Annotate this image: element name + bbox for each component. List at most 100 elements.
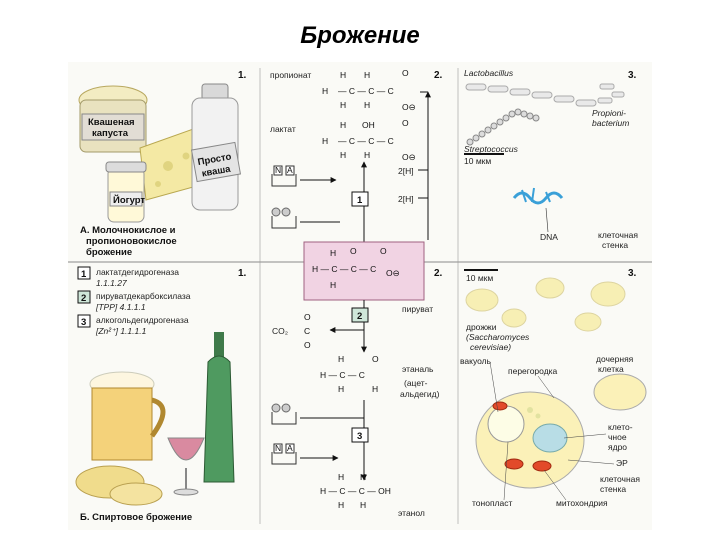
milk-bottle-illustration: Просто кваша — [190, 83, 242, 211]
svg-text:H: H — [364, 150, 370, 160]
svg-text:H: H — [340, 120, 346, 130]
streptococcus-chain — [466, 108, 540, 146]
svg-text:A: A — [287, 165, 293, 175]
page-title: Брожение — [300, 22, 420, 49]
pyruvate-box — [303, 241, 425, 301]
bud-label-line1: дочерняя — [596, 354, 634, 364]
enzyme-step-2-badge — [351, 307, 369, 323]
yeast-pointer-lines — [489, 361, 615, 501]
dna-label: DNA — [540, 232, 558, 242]
svg-text:O: O — [402, 68, 409, 78]
nad-oxidized-icon-b — [271, 403, 297, 425]
svg-text:O⊖: O⊖ — [402, 152, 416, 162]
nucleus-label-line2: чное — [608, 432, 627, 442]
pyruvate-label: пируват — [402, 304, 433, 314]
svg-text:алкогольдегидрогеназа: алкогольдегидрогеназа — [96, 315, 189, 325]
svg-text:OH: OH — [362, 120, 375, 130]
propionibacterium-label-line1: Propioni- — [592, 108, 626, 118]
lactobacillus-label: Lactobacillus — [464, 68, 514, 78]
wall-label-line2: стенка — [600, 484, 626, 494]
cell-wall-label-line1: клеточная — [598, 230, 638, 240]
yeast-label-line1: дрожжи — [466, 322, 497, 332]
ethanal-alt-line1: (ацет- — [404, 378, 428, 388]
ethanal-alt-line2: альдегид) — [400, 389, 440, 399]
svg-text:H — C — C: H — C — C — [320, 370, 365, 380]
svg-text:1: 1 — [81, 269, 87, 280]
section-b-caption: Б. Спиртовое брожение — [80, 512, 192, 523]
yeast-label-line3: cerevisiae) — [470, 342, 511, 352]
panel-a3-number: 3. — [628, 70, 637, 81]
panel-b2-number: 2. — [434, 268, 443, 279]
jar-label-line2: капуста — [92, 128, 129, 139]
propionate-label: пропионат — [270, 70, 311, 80]
nad-reduced-icon-b: N A — [271, 443, 297, 465]
svg-text:C: C — [304, 326, 310, 336]
sauerkraut-jar-illustration: Квашеная капуста — [78, 85, 148, 153]
svg-text:H: H — [360, 472, 366, 482]
svg-text:H: H — [338, 500, 344, 510]
yeast-label-line2: (Saccharomyces — [466, 332, 530, 342]
svg-text:H: H — [330, 248, 336, 258]
svg-text:H — C — C — C: H — C — C — C — [312, 264, 376, 274]
cell-wall-label-line2: стенка — [602, 240, 628, 250]
yeast-cell-illustration — [475, 373, 647, 489]
panel-b1-number: 1. — [238, 268, 247, 279]
svg-text:[Zn²⁺] 1.1.1.1: [Zn²⁺] 1.1.1.1 — [95, 326, 147, 336]
panel-a1-number: 1. — [238, 70, 247, 81]
svg-text:— C — C — C: — C — C — C — [338, 136, 394, 146]
tonoplast-label: тонопласт — [472, 498, 512, 508]
er-label: ЭР — [616, 458, 628, 468]
svg-text:H: H — [340, 70, 346, 80]
enzyme-step-1: 1 — [357, 195, 363, 206]
panel-b3-number: 3. — [628, 268, 637, 279]
svg-text:H: H — [322, 86, 328, 96]
lactate-label: лактат — [270, 124, 296, 134]
enzyme-step-2: 2 — [357, 311, 362, 322]
svg-text:3: 3 — [81, 317, 86, 328]
svg-text:O: O — [304, 340, 311, 350]
svg-text:H: H — [364, 100, 370, 110]
svg-text:[TPP] 4.1.1.1: [TPP] 4.1.1.1 — [95, 302, 146, 312]
svg-text:H: H — [338, 354, 344, 364]
svg-text:H: H — [360, 500, 366, 510]
svg-text:O: O — [350, 246, 357, 256]
jar-label-line1: Квашеная — [88, 117, 135, 128]
septum-label: перегородка — [508, 366, 558, 376]
fermentation-diagram: 1. 2. 3. 1. 2. 3. Квашеная капуста Йогур… — [68, 68, 652, 524]
svg-text:O: O — [372, 354, 379, 364]
svg-text:H: H — [338, 472, 344, 482]
propionibacterium-cells — [597, 83, 625, 104]
svg-text:лактатдегидрогеназа: лактатдегидрогеназа — [96, 267, 179, 277]
yogurt-cup-illustration: Йогурт — [105, 161, 147, 223]
scale-a-label: 10 мкм — [464, 156, 491, 166]
svg-text:O⊖: O⊖ — [386, 268, 400, 278]
mitochondria-label: митохондрия — [556, 498, 608, 508]
co2-label: CO₂ — [272, 326, 288, 336]
enzyme-step-3-badge — [351, 427, 369, 443]
wall-label-line1: клеточная — [600, 474, 640, 484]
yogurt-label: Йогурт — [113, 194, 145, 206]
svg-text:H: H — [340, 100, 346, 110]
bacterium-dna-illustration — [512, 187, 564, 205]
section-a-caption-line2: пропионовокислое — [86, 236, 177, 247]
svg-text:N: N — [275, 165, 281, 175]
lactobacillus-chain — [465, 83, 597, 107]
svg-text:— C — C — C: — C — C — C — [338, 86, 394, 96]
vacuole-label: вакуоль — [460, 356, 492, 366]
svg-text:H: H — [372, 384, 378, 394]
svg-text:H: H — [340, 150, 346, 160]
svg-text:N: N — [275, 443, 281, 453]
enzyme-step-1-badge — [351, 191, 369, 207]
svg-text:H: H — [364, 70, 370, 80]
bottle-label-line2: кваша — [201, 164, 232, 180]
svg-text:пируватдекарбоксилаза: пируватдекарбоксилаза — [96, 291, 191, 301]
wine-bottle-illustration — [203, 332, 235, 483]
beer-mug-illustration — [89, 371, 166, 461]
svg-text:O: O — [380, 246, 387, 256]
panel-a2-number: 2. — [434, 70, 443, 81]
streptococcus-label: Streptococcus — [464, 144, 519, 154]
nad-oxidized-icon — [271, 207, 297, 229]
svg-text:O: O — [402, 118, 409, 128]
